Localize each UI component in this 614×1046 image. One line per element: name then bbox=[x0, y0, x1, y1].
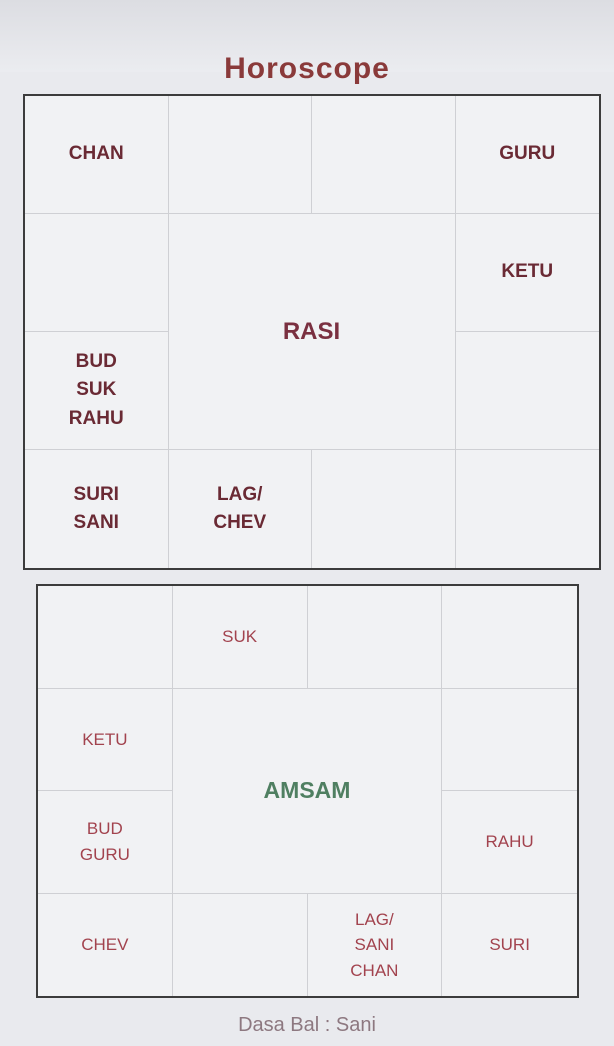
rasi-house-r2c4: KETU bbox=[455, 214, 599, 332]
planet-label: CHEV bbox=[81, 935, 129, 954]
planet-label: GURU bbox=[79, 844, 130, 864]
planet-label: RAHU bbox=[485, 832, 534, 851]
amsam-house-r1c1 bbox=[38, 586, 173, 689]
rasi-house-r4c2: LAG/ CHEV bbox=[169, 450, 312, 568]
rasi-house-r4c3 bbox=[312, 450, 456, 568]
rasi-house-r1c4: GURU bbox=[455, 96, 599, 214]
amsam-house-r3c1: BUD GURU bbox=[38, 791, 173, 894]
dasa-balance-label: Dasa Bal bbox=[238, 1014, 320, 1036]
amsam-house-r3c4: RAHU bbox=[442, 791, 577, 894]
planet-label: SANI bbox=[73, 512, 119, 533]
planet-label: CHAN bbox=[68, 143, 124, 165]
planet-label: LAG/ bbox=[355, 909, 394, 929]
rasi-house-r4c4 bbox=[456, 450, 600, 568]
planet-label: RAHU bbox=[68, 407, 124, 429]
planet-label: KETU bbox=[501, 261, 554, 283]
planet-label: SURI bbox=[489, 935, 530, 954]
amsam-label: AMSAM bbox=[263, 777, 351, 803]
rasi-house-r1c2 bbox=[168, 96, 312, 214]
planet-label: SUK bbox=[222, 627, 258, 646]
planet-label: GURU bbox=[499, 143, 556, 165]
rasi-house-r1c1: CHAN bbox=[25, 96, 169, 214]
screen-bezel bbox=[0, 0, 614, 72]
page-title: Horoscope bbox=[224, 52, 390, 85]
planet-label: KETU bbox=[82, 729, 128, 749]
amsam-house-r1c3 bbox=[307, 586, 443, 689]
amsam-house-r2c1: KETU bbox=[38, 688, 173, 791]
planet-label: SANI bbox=[354, 935, 395, 954]
rasi-label: RASI bbox=[282, 317, 341, 345]
rasi-house-r1c3 bbox=[312, 96, 456, 214]
dasa-balance-value: Sani bbox=[335, 1014, 376, 1036]
rasi-house-r2c1 bbox=[25, 214, 169, 332]
dasa-balance-separator: : bbox=[324, 1014, 331, 1036]
amsam-house-r1c2: SUK bbox=[172, 586, 308, 689]
planet-label: BUD bbox=[75, 350, 117, 372]
amsam-house-r2c4 bbox=[442, 689, 577, 791]
rasi-house-r3c4 bbox=[455, 332, 599, 450]
planet-label: CHEV bbox=[213, 512, 267, 533]
amsam-chart: SUK KETU AMSAM BUD GURU RAHU CHEV LAG/ S… bbox=[36, 584, 579, 998]
rasi-chart: CHAN GURU RASI KETU BUD SUK RAHU SURI SA… bbox=[23, 94, 601, 570]
planet-label: CHAN bbox=[350, 960, 399, 980]
planet-label: SUK bbox=[76, 379, 117, 401]
amsam-house-r4c1: CHEV bbox=[38, 893, 173, 996]
dasa-balance: Dasa Bal : Sani bbox=[0, 1014, 614, 1037]
planet-label: LAG/ bbox=[217, 483, 263, 505]
rasi-house-r4c1: SURI SANI bbox=[25, 450, 169, 568]
amsam-house-r1c4 bbox=[442, 586, 577, 689]
rasi-house-r3c1: BUD SUK RAHU bbox=[25, 332, 169, 450]
planet-label: BUD bbox=[86, 819, 123, 839]
rasi-center: RASI bbox=[168, 214, 456, 450]
amsam-center: AMSAM bbox=[172, 688, 443, 894]
amsam-house-r4c4: SURI bbox=[442, 894, 577, 997]
amsam-house-r4c3: LAG/ SANI CHAN bbox=[308, 893, 443, 996]
planet-label: SURI bbox=[73, 483, 119, 505]
amsam-house-r4c2 bbox=[173, 893, 308, 996]
